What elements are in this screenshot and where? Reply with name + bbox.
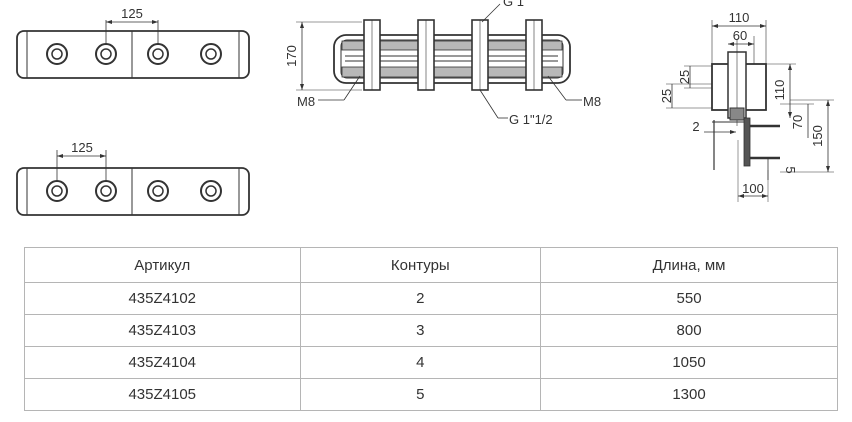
dim-110-top: 110 (729, 10, 750, 25)
table-header-row: Артикул Контуры Длина, мм (24, 247, 838, 283)
port-circle (46, 43, 68, 65)
label-g1-1-2: G 1"1/2 (509, 112, 553, 127)
dim-25-inner: 25 (677, 70, 692, 84)
cell-article: 435Z4105 (24, 378, 301, 411)
pipe-4 (525, 19, 543, 91)
port-circle (147, 180, 169, 202)
port-circle (95, 180, 117, 202)
dim-25-left: 25 (659, 89, 674, 103)
technical-drawing: 125 125 170 (16, 0, 834, 216)
label-m8-left: M8 (297, 94, 315, 109)
table-row: 435Z4104 4 1050 (24, 346, 838, 379)
cell-circuits: 5 (299, 378, 542, 411)
dim-125-top: 125 (121, 6, 143, 21)
cell-circuits: 4 (299, 346, 542, 379)
cell-circuits: 2 (299, 282, 542, 315)
manifold-side-view: 110 60 25 25 110 70 150 (659, 10, 834, 202)
cell-circuits: 3 (299, 314, 542, 347)
dim-125-bottom: 125 (71, 140, 93, 155)
spec-table: Артикул Контуры Длина, мм 435Z4102 2 550… (24, 247, 838, 411)
header-length: Длина, мм (540, 247, 838, 283)
cell-length: 1050 (540, 346, 838, 379)
manifold-front-view-bottom: 125 (16, 140, 250, 216)
port-circle (147, 43, 169, 65)
cell-article: 435Z4104 (24, 346, 301, 379)
manifold-section-view: 170 G 1" M8 M8 G 1"1/2 (284, 0, 601, 127)
port-circle (95, 43, 117, 65)
manifold-front-view-top: 125 (16, 6, 250, 79)
label-m8-right: M8 (583, 94, 601, 109)
pipe-2 (417, 19, 435, 91)
cell-article: 435Z4103 (24, 314, 301, 347)
pipe-1 (363, 19, 381, 91)
dim-2: 2 (692, 119, 699, 134)
table-row: 435Z4102 2 550 (24, 282, 838, 315)
dim-170: 170 (284, 45, 299, 67)
header-article: Артикул (24, 247, 301, 283)
cell-length: 800 (540, 314, 838, 347)
cell-length: 1300 (540, 378, 838, 411)
port-circle (200, 180, 222, 202)
pipe-3 (471, 19, 489, 91)
dim-110-right: 110 (772, 80, 787, 101)
dim-5: 5 (783, 166, 798, 173)
cell-article: 435Z4102 (24, 282, 301, 315)
header-circuits: Контуры (299, 247, 542, 283)
label-g1: G 1" (503, 0, 529, 9)
dim-70: 70 (790, 115, 805, 129)
port-circle (46, 180, 68, 202)
cell-length: 550 (540, 282, 838, 315)
dim-100: 100 (742, 181, 764, 196)
table-row: 435Z4105 5 1300 (24, 378, 838, 411)
dim-150: 150 (810, 125, 825, 147)
dim-60: 60 (733, 28, 747, 43)
port-circle (200, 43, 222, 65)
table-row: 435Z4103 3 800 (24, 314, 838, 347)
